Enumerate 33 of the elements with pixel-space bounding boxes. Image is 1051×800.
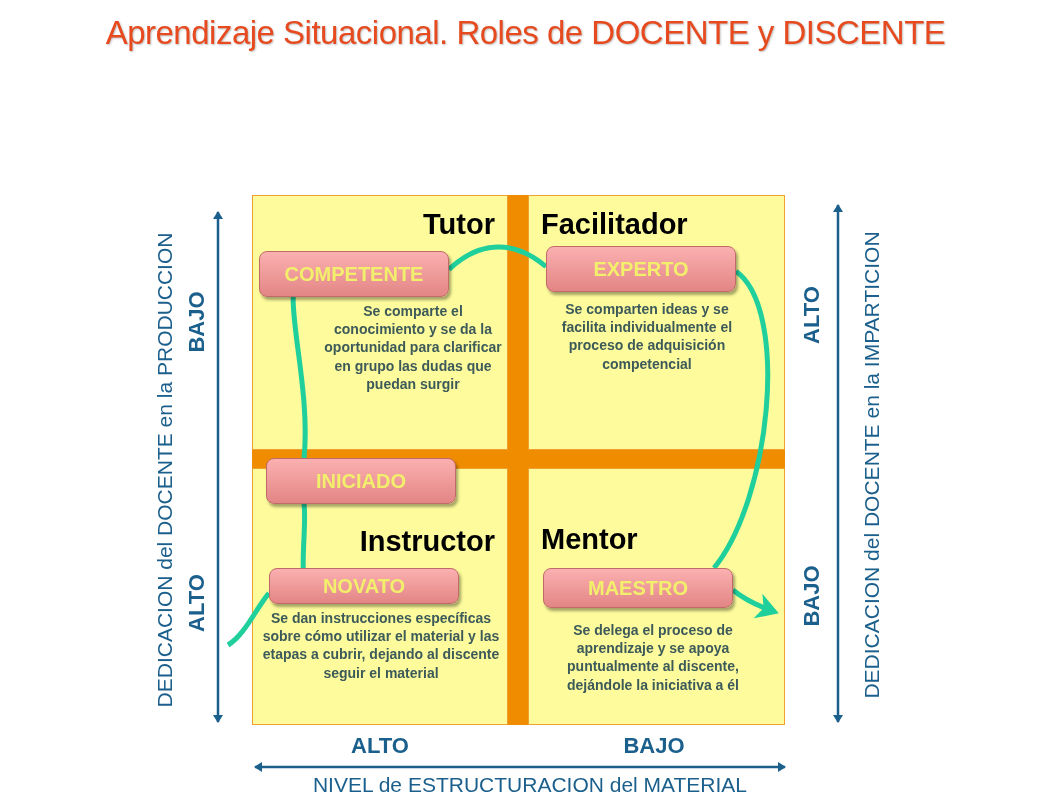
stage-box: COMPETENTE	[259, 251, 449, 297]
curve-line	[226, 591, 271, 648]
quadrant-heading: Tutor	[423, 208, 495, 241]
stage-box: INICIADO	[266, 458, 456, 504]
quadrant-panel	[528, 195, 785, 450]
axis-label: ALTO	[184, 574, 210, 632]
curve-line	[300, 503, 308, 568]
curve-line	[290, 297, 308, 459]
description-text: Se dan instrucciones específicas sobre cómo utilizar el material y las etapas a cubrir, dejando al discente seguir el material	[261, 609, 501, 682]
stage-box: MAESTRO	[543, 568, 733, 608]
quadrant-panel	[528, 468, 785, 725]
curve-line	[711, 269, 771, 570]
axis-label: BAJO	[623, 733, 685, 759]
diagram-title: Aprendizaje Situacional. Roles de DOCENTE y DISCENTE	[104, 14, 947, 52]
description-text: Se delega el proceso de aprendizaje y se apoya puntualmente al discente, dejándole la iniciativa a él	[566, 621, 740, 694]
quadrant-panel	[252, 195, 508, 450]
curve-line	[447, 244, 548, 272]
description-text: Se comparten ideas y se facilita individualmente el proceso de adquisición competencial	[560, 300, 734, 373]
arrow	[731, 588, 779, 619]
axis-title: DEDICACION del DOCENTE en la IMPARTICION	[860, 231, 884, 699]
axis-label: BAJO	[184, 291, 210, 353]
quadrant-panel	[252, 468, 508, 725]
axis-title: NIVEL de ESTRUCTURACION del MATERIAL	[312, 773, 748, 797]
axis-label: ALTO	[799, 286, 825, 344]
description-text: Se comparte el conocimiento y se da la oportunidad para clarificar en grupo las dudas que puedan surgir	[323, 302, 503, 393]
quadrant-heading: Facilitador	[541, 208, 688, 241]
axis-label: BAJO	[799, 565, 825, 627]
axis-label: ALTO	[351, 733, 409, 759]
axis-title: DEDICACION del DOCENTE en la PRODUCCION	[153, 232, 177, 708]
stage-box: NOVATO	[269, 568, 459, 604]
quadrant-heading: Instructor	[359, 525, 495, 558]
stage-box: EXPERTO	[546, 246, 736, 292]
quadrant-heading: Mentor	[541, 523, 638, 556]
